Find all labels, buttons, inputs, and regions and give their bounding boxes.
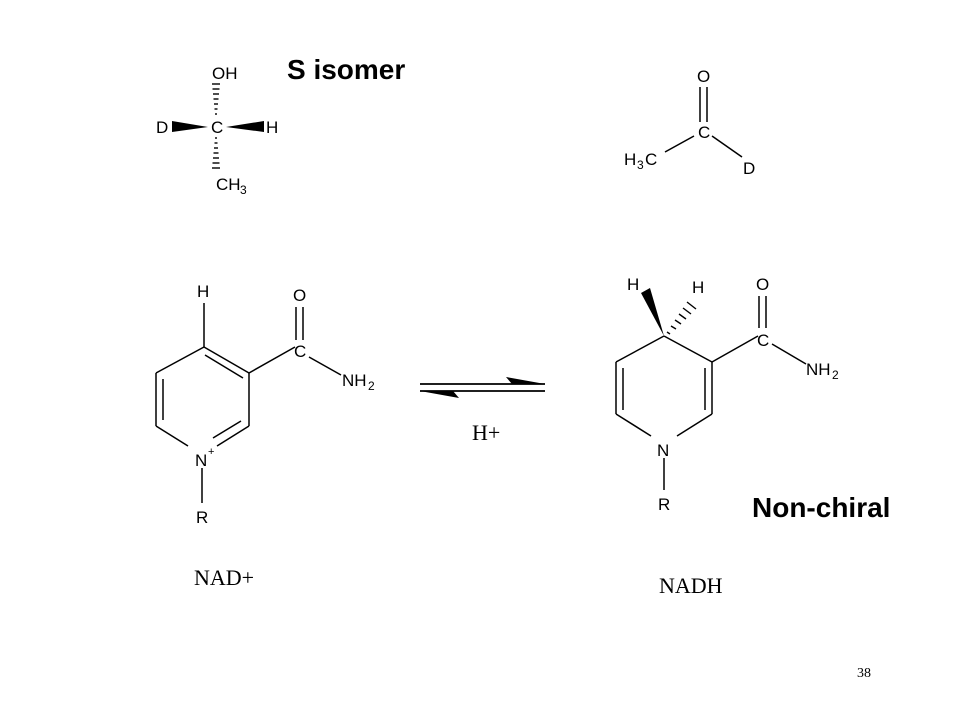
- hashed-bond-ch3: [212, 137, 220, 169]
- hashed-bond-oh: [212, 83, 220, 115]
- aldehyde-carbon: C: [698, 123, 710, 142]
- nad-plus-caption: NAD+: [194, 565, 255, 590]
- nadh-atom-o: O: [756, 275, 769, 294]
- s-isomer-title: S isomer: [287, 54, 406, 85]
- aldehyde-molecule: [664, 87, 743, 158]
- atom-c-center: C: [211, 118, 223, 137]
- equilibrium-arrows: [420, 377, 545, 398]
- nadh-atom-n: N: [657, 441, 669, 460]
- atom-h: H: [266, 118, 278, 137]
- nad-atom-o: O: [293, 286, 306, 305]
- nadh-wedge-bond: [641, 288, 664, 336]
- atom-d: D: [156, 118, 168, 137]
- nad-atom-nh: NH: [342, 371, 367, 390]
- aldehyde-oxygen: O: [697, 67, 710, 86]
- aldehyde-methyl-c: C: [645, 150, 657, 169]
- aldehyde-methyl-h: H: [624, 150, 636, 169]
- wedge-bond-d: [172, 121, 208, 132]
- atom-ch: CH: [216, 175, 241, 194]
- nadh-atom-nh-sub: 2: [832, 368, 839, 382]
- nadh-atom-h1: H: [627, 275, 639, 294]
- nadh-hashed-bond: [666, 301, 697, 335]
- nad-atom-r: R: [196, 508, 208, 527]
- page-number: 38: [857, 666, 871, 681]
- wedge-bond-h: [226, 121, 264, 132]
- aldehyde-methyl-sub: 3: [637, 158, 644, 172]
- arrow-label-h-plus: H+: [472, 420, 500, 445]
- nadh-atom-nh: NH: [806, 360, 831, 379]
- nadh-caption: NADH: [659, 573, 723, 598]
- atom-oh: OH: [212, 64, 238, 83]
- non-chiral-label: Non-chiral: [752, 492, 891, 523]
- nadh-structure: [615, 296, 807, 490]
- nadh-atom-h2: H: [692, 278, 704, 297]
- nadh-atom-c: C: [757, 331, 769, 350]
- nadh-atom-r: R: [658, 495, 670, 514]
- nad-atom-n-charge: +: [208, 446, 214, 458]
- aldehyde-deuterium: D: [743, 159, 755, 178]
- nad-atom-h: H: [197, 282, 209, 301]
- nad-atom-c: C: [294, 342, 306, 361]
- chiral-molecule: OH C D H CH 3: [156, 64, 278, 197]
- nad-atom-n: N: [195, 451, 207, 470]
- nad-atom-nh-sub: 2: [368, 379, 375, 393]
- atom-ch-sub: 3: [240, 183, 247, 197]
- nad-plus-structure: [155, 303, 342, 503]
